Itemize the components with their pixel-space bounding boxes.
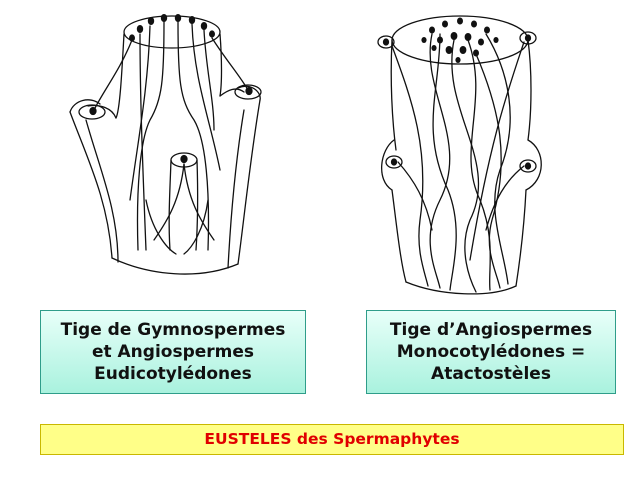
title-banner: EUSTELES des Spermaphytes <box>40 424 624 455</box>
caption-eustele: Tige de Gymnospermes et Angiospermes Eud… <box>40 310 306 394</box>
caption-line: et Angiospermes <box>91 342 255 362</box>
eustele-stem-drawing <box>69 14 262 275</box>
caption-atactostele: Tige d’Angiospermes Monocotylédones = At… <box>366 310 616 394</box>
caption-line: Atactostèles <box>431 364 551 384</box>
vascular-bundle-ring <box>129 14 215 42</box>
atactostele-stem-drawing <box>377 15 542 295</box>
caption-line: Tige d’Angiospermes <box>389 320 593 340</box>
caption-line: Monocotylédones = <box>396 342 586 362</box>
scattered-vascular-bundles <box>421 17 499 63</box>
caption-line: Tige de Gymnospermes <box>60 320 286 340</box>
stem-cross-section <box>123 15 221 49</box>
caption-line: Eudicotylédones <box>94 364 252 384</box>
